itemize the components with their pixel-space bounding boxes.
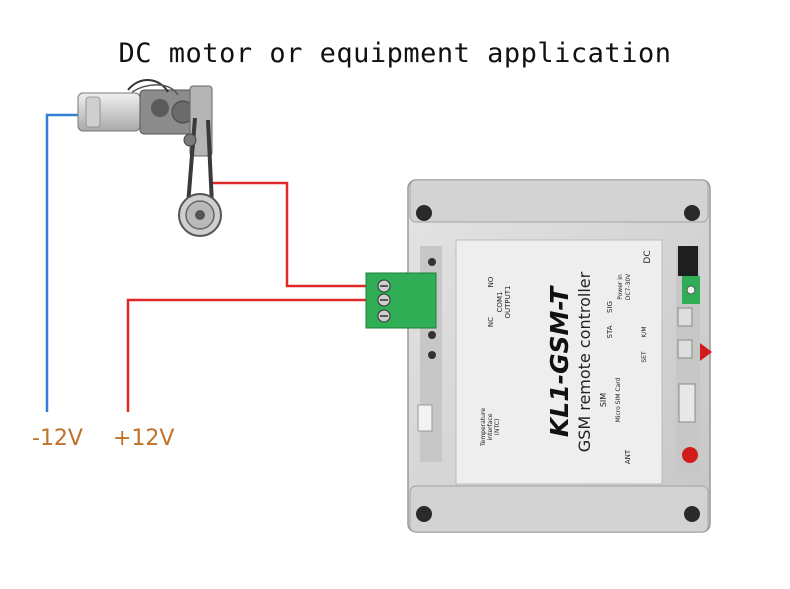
power-label: Power in bbox=[617, 274, 624, 300]
sta-label: STA bbox=[606, 325, 614, 338]
dc-label: DC bbox=[643, 250, 653, 263]
power-range: DC7-30V bbox=[625, 273, 632, 300]
device-subtitle: GSM remote controller bbox=[575, 271, 594, 452]
sim-label: SIM bbox=[599, 393, 608, 407]
positive-voltage-label: +12V bbox=[113, 426, 175, 451]
no-label: NO bbox=[487, 276, 495, 287]
nc-label: NC bbox=[487, 317, 495, 327]
label-panel-text: KL1-GSM-T GSM remote controller OUTPUT1 … bbox=[480, 250, 653, 464]
ha-label: K/M bbox=[641, 326, 648, 337]
positive-wire-motor bbox=[210, 181, 372, 288]
com-label: COM1 bbox=[496, 292, 504, 313]
model-name: KL1-GSM-T bbox=[545, 285, 574, 437]
sig-label: SIG bbox=[606, 301, 614, 313]
temp-label-3: (NTC) bbox=[494, 419, 501, 436]
negative-wire bbox=[45, 113, 80, 412]
ant-label: ANT bbox=[624, 449, 632, 464]
output-label: OUTPUT1 bbox=[504, 286, 512, 319]
micro-sim-label: Micro SIM Card bbox=[615, 377, 622, 422]
diagram-title: DC motor or equipment application bbox=[118, 38, 672, 69]
positive-wire-supply bbox=[126, 298, 372, 412]
set-label: SET bbox=[641, 351, 648, 363]
temp-label-2: interface bbox=[487, 413, 494, 440]
dc-motor-illustration bbox=[77, 79, 222, 237]
gsm-controller-device bbox=[365, 179, 712, 533]
negative-voltage-label: -12V bbox=[32, 426, 83, 451]
temp-label: Temperature bbox=[480, 408, 487, 447]
